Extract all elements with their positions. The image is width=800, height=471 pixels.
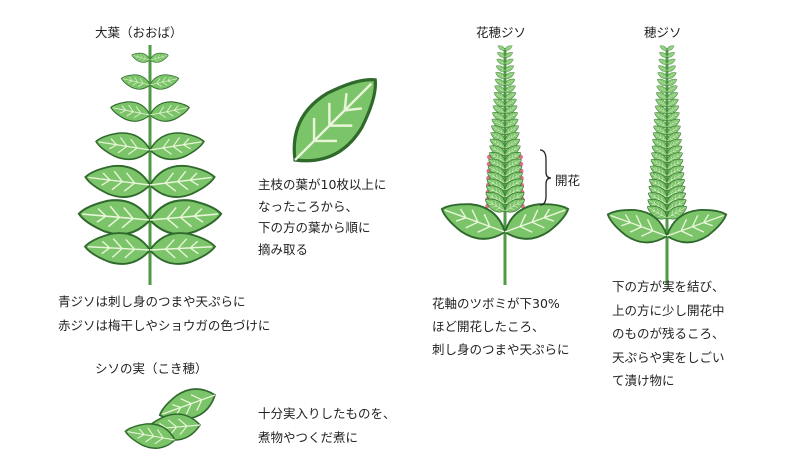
mi-use-note: 十分実入りしたものを、 煮物やつくだ煮に — [258, 402, 396, 450]
leaf — [147, 127, 207, 164]
leaf — [76, 195, 153, 238]
note-line: て漬け物に — [612, 373, 675, 388]
note-line: 天ぷらや実をしごい — [612, 349, 725, 365]
leaf — [148, 50, 170, 65]
leaf — [119, 71, 152, 93]
ooba-plant-illustration — [76, 45, 224, 285]
note-line: 煮物やつくだ煮に — [258, 430, 359, 445]
note-line: のものが残るころ、 — [612, 326, 725, 341]
leaf — [147, 160, 218, 202]
ooba-title: 大葉（おおば） — [95, 25, 183, 40]
leaf — [147, 97, 192, 125]
note-line: 下の方が実を結び、 — [612, 279, 725, 294]
leaf — [130, 50, 152, 65]
leaf — [82, 160, 153, 202]
hojiso-illustration — [601, 43, 733, 285]
hojiso-use-note: 下の方が実を結び、 上の方に少し開花中 のものが残るころ、 天ぷらや実をしごい … — [612, 275, 725, 393]
note-line: なったころから、 — [258, 198, 359, 214]
shiso-no-mi-title: シソの実（こき穂） — [95, 361, 208, 376]
note-line: 上の方に少し開花中 — [612, 302, 725, 318]
ooba-harvest-note: 主枝の葉が10枚以上に なったころから、 下の方の葉から順に 摘み取る — [258, 174, 386, 260]
note-line: 赤ジソは梅干しやショウガの色づけに — [58, 318, 271, 333]
note-line: 十分実入りしたものを、 — [258, 406, 396, 421]
note-line: 主枝の葉が10枚以上に — [258, 177, 387, 192]
kasuijiso-use-note: 花軸のツボミが下30% ほど開花したころ、 刺し身のつまや天ぷらに — [432, 292, 570, 361]
leaf — [83, 230, 152, 267]
note-line: 摘み取る — [258, 241, 309, 257]
leaf — [148, 71, 181, 93]
kaika-label: 開花 — [555, 173, 581, 188]
leaf — [93, 127, 153, 164]
kasuijiso-title: 花穂ジソ — [476, 25, 527, 40]
note-line: 下の方の葉から順に — [258, 220, 371, 235]
ooba-use-note: 青ジソは刺し身のつまや天ぷらに 赤ジソは梅干しやショウガの色づけに — [58, 290, 270, 338]
note-line: 花軸のツボミが下30% — [432, 296, 560, 311]
single-leaf-illustration — [274, 59, 396, 181]
kasuijiso-illustration — [435, 43, 575, 285]
hojiso-title: 穂ジソ — [644, 25, 682, 40]
note-line: ほど開花したころ、 — [432, 319, 545, 334]
leaf — [148, 230, 217, 267]
note-line: 青ジソは刺し身のつまや天ぷらに — [58, 294, 246, 309]
bracket — [539, 149, 552, 206]
seed-pods-illustration — [122, 381, 221, 453]
leaf — [108, 97, 153, 125]
note-line: 刺し身のつまや天ぷらに — [432, 342, 570, 357]
leaf — [147, 195, 224, 238]
